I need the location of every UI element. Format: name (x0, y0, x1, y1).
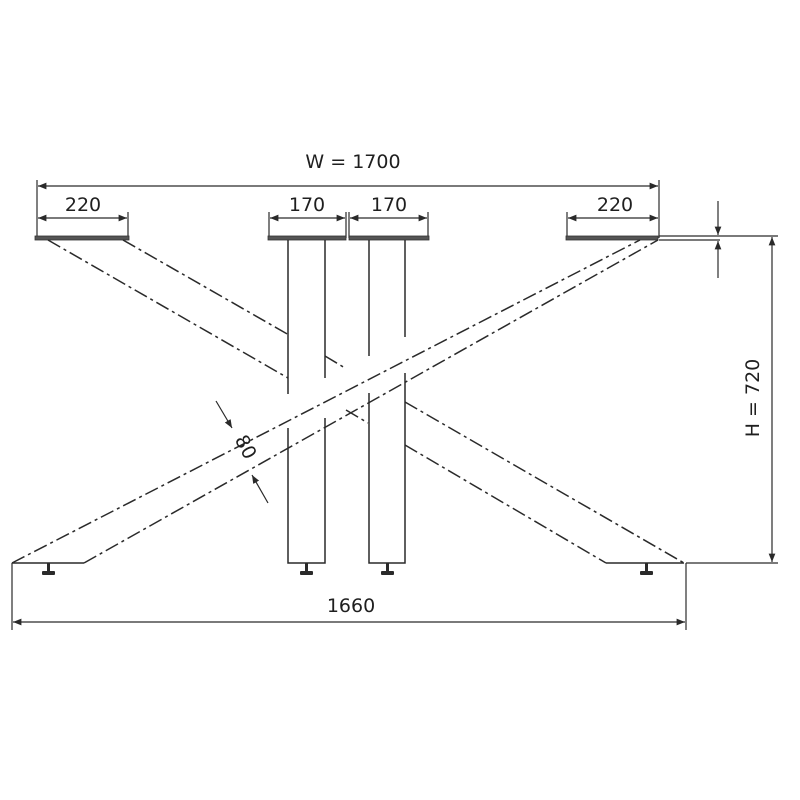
mounting-plate-center-left (267, 235, 347, 241)
dimension-overall-width: W = 1700 (36, 151, 660, 238)
leveling-foot (300, 563, 313, 575)
leveling-feet (42, 563, 653, 575)
dimension-top-center-left: 170 (268, 194, 347, 238)
rear-leg-edge (404, 401, 685, 564)
dimension-plate-thickness (659, 201, 722, 278)
rear-leg-edge (324, 355, 346, 369)
leveling-foot (42, 563, 55, 575)
dimension-bottom-length: 1660 (11, 563, 687, 630)
mounting-plate-right (565, 235, 659, 241)
dimension-label-length: 1660 (327, 595, 375, 617)
dimension-top-center-right: 170 (348, 194, 429, 238)
dimension-height: H = 720 (659, 235, 778, 564)
rear-diagonal-leg (47, 239, 685, 564)
dimension-label-center-left: 170 (289, 194, 325, 216)
top-mounting-plates (34, 235, 659, 241)
mounting-plate-left (34, 235, 130, 241)
mounting-plate-center-right (348, 235, 430, 241)
rear-leg-edge (345, 409, 369, 424)
front-diagonal-leg (11, 239, 659, 564)
front-leg-edge (11, 239, 641, 564)
dimension-top-left-plate: 220 (38, 194, 129, 238)
dimension-top-right-plate: 220 (566, 194, 658, 238)
dimension-beam-width: 80 (215, 400, 269, 504)
dimension-label-width: W = 1700 (305, 151, 400, 173)
leveling-foot (640, 563, 653, 575)
dimension-label-right-plate: 220 (597, 194, 633, 216)
center-left-leg-lower (287, 418, 326, 564)
dimension-label-height: H = 720 (742, 359, 764, 438)
rear-leg-edge (47, 239, 289, 379)
rear-leg-edge (404, 444, 607, 564)
dimension-label-center-right: 170 (371, 194, 407, 216)
beam-width-arrow-top (215, 400, 233, 429)
center-vertical-legs (287, 240, 406, 564)
beam-width-arrow-bottom (251, 474, 269, 504)
dimension-label-left-plate: 220 (65, 194, 101, 216)
center-right-leg-lower (368, 373, 406, 564)
front-leg-edge (83, 239, 659, 564)
dimension-label-beam-width: 80 (230, 431, 261, 463)
rear-leg-edge (122, 239, 290, 336)
leveling-foot (381, 563, 394, 575)
